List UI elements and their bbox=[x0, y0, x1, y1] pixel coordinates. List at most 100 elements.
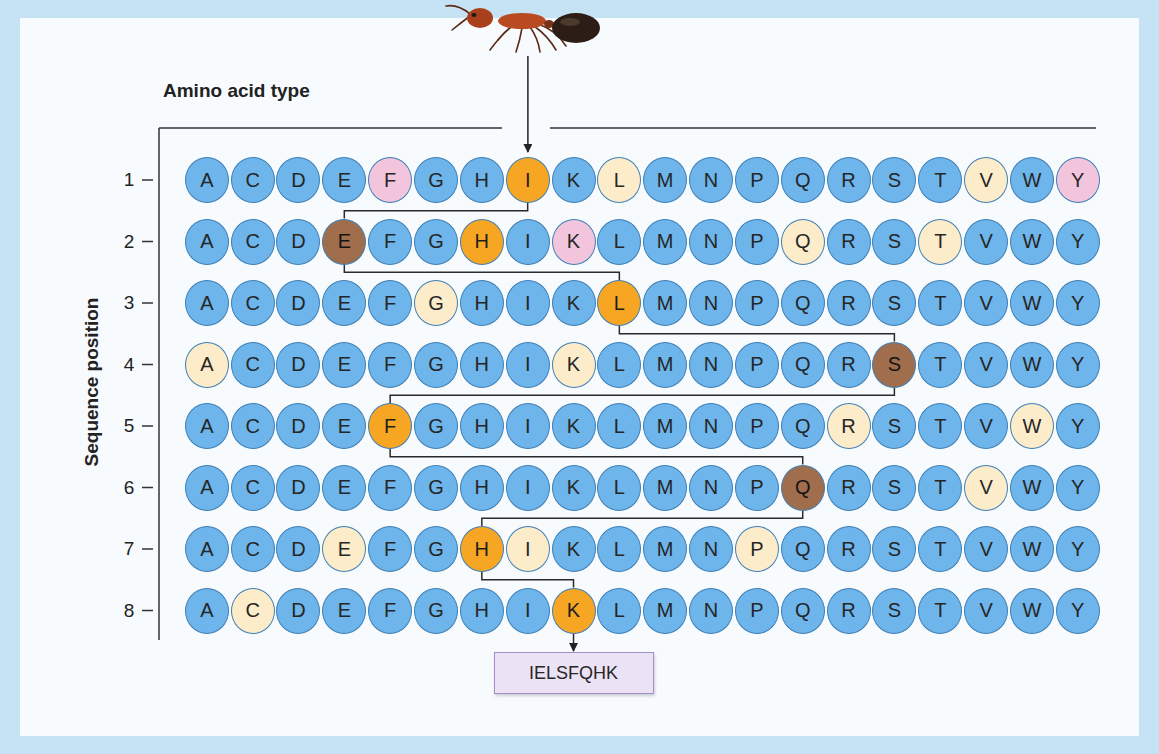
amino-acid-circle: Q bbox=[781, 219, 825, 265]
amino-acid-circle: P bbox=[735, 219, 779, 265]
amino-acid-letter: E bbox=[338, 538, 351, 561]
amino-acid-letter: H bbox=[475, 292, 489, 315]
amino-acid-letter: R bbox=[841, 169, 855, 192]
amino-acid-letter: P bbox=[750, 476, 763, 499]
amino-acid-circle: I bbox=[506, 342, 550, 388]
amino-acid-circle: M bbox=[643, 526, 687, 572]
amino-acid-circle: Q bbox=[781, 588, 825, 634]
amino-acid-circle: L bbox=[597, 403, 641, 449]
amino-acid-letter: V bbox=[979, 353, 992, 376]
amino-acid-circle: A bbox=[185, 465, 229, 511]
amino-acid-circle: A bbox=[185, 526, 229, 572]
amino-acid-letter: C bbox=[245, 415, 259, 438]
amino-acid-letter: R bbox=[841, 415, 855, 438]
amino-acid-circle: N bbox=[689, 219, 733, 265]
amino-acid-circle: C bbox=[231, 588, 275, 634]
amino-acid-letter: M bbox=[657, 169, 674, 192]
amino-acid-letter: N bbox=[704, 169, 718, 192]
amino-acid-circle: C bbox=[231, 403, 275, 449]
amino-acid-letter: E bbox=[338, 292, 351, 315]
amino-acid-circle: L bbox=[597, 465, 641, 511]
amino-acid-circle: Y bbox=[1056, 588, 1100, 634]
amino-acid-letter: M bbox=[657, 292, 674, 315]
amino-acid-circle: S bbox=[872, 280, 916, 326]
amino-acid-letter: T bbox=[934, 538, 946, 561]
amino-acid-circle: N bbox=[689, 465, 733, 511]
amino-acid-letter: C bbox=[245, 292, 259, 315]
sequence-text: IELSFQHK bbox=[529, 663, 618, 684]
amino-acid-letter: V bbox=[979, 230, 992, 253]
amino-acid-letter: C bbox=[245, 230, 259, 253]
amino-acid-letter: Q bbox=[795, 415, 811, 438]
amino-acid-letter: Y bbox=[1071, 353, 1084, 376]
amino-acid-circle: W bbox=[1010, 280, 1054, 326]
amino-acid-circle: V bbox=[964, 342, 1008, 388]
amino-acid-letter: L bbox=[614, 230, 625, 253]
amino-acid-letter: Y bbox=[1071, 230, 1084, 253]
amino-acid-circle: G bbox=[414, 403, 458, 449]
amino-acid-letter: R bbox=[841, 292, 855, 315]
amino-acid-circle: N bbox=[689, 588, 733, 634]
amino-acid-circle: G bbox=[414, 280, 458, 326]
amino-acid-circle: R bbox=[827, 219, 871, 265]
amino-acid-circle: K bbox=[552, 280, 596, 326]
amino-acid-letter: T bbox=[934, 599, 946, 622]
amino-acid-letter: Q bbox=[795, 230, 811, 253]
amino-acid-circle: V bbox=[964, 465, 1008, 511]
amino-acid-circle: C bbox=[231, 342, 275, 388]
axis-ticks bbox=[142, 180, 153, 611]
amino-acid-circle: D bbox=[276, 157, 320, 203]
amino-acid-letter: M bbox=[657, 353, 674, 376]
amino-acid-circle: Q bbox=[781, 280, 825, 326]
amino-acid-letter: R bbox=[841, 538, 855, 561]
amino-acid-letter: H bbox=[475, 353, 489, 376]
amino-acid-letter: V bbox=[979, 169, 992, 192]
amino-acid-circle: C bbox=[231, 465, 275, 511]
amino-acid-circle: E bbox=[322, 465, 366, 511]
amino-acid-letter: S bbox=[888, 169, 901, 192]
amino-acid-circle: H bbox=[460, 342, 504, 388]
amino-acid-letter: K bbox=[567, 476, 580, 499]
x-axis-line bbox=[159, 127, 502, 129]
amino-acid-letter: D bbox=[291, 476, 305, 499]
amino-acid-letter: F bbox=[384, 169, 396, 192]
amino-acid-letter: N bbox=[704, 415, 718, 438]
amino-acid-letter: I bbox=[525, 415, 531, 438]
amino-acid-letter: F bbox=[384, 292, 396, 315]
row-number: 5 bbox=[124, 415, 135, 437]
amino-acid-circle: F bbox=[368, 157, 412, 203]
amino-acid-letter: A bbox=[200, 353, 213, 376]
amino-acid-circle: M bbox=[643, 588, 687, 634]
amino-acid-circle: H bbox=[460, 465, 504, 511]
amino-acid-circle: H bbox=[460, 280, 504, 326]
amino-acid-letter: I bbox=[525, 599, 531, 622]
amino-acid-circle: A bbox=[185, 342, 229, 388]
connector-line bbox=[482, 572, 574, 588]
amino-acid-circle: F bbox=[368, 403, 412, 449]
amino-acid-circle: E bbox=[322, 526, 366, 572]
amino-acid-letter: T bbox=[934, 353, 946, 376]
amino-acid-circle: G bbox=[414, 219, 458, 265]
connector-line bbox=[344, 203, 527, 219]
output-sequence-box: IELSFQHK bbox=[494, 652, 654, 694]
amino-acid-circle: G bbox=[414, 157, 458, 203]
amino-acid-letter: G bbox=[428, 538, 444, 561]
amino-acid-letter: C bbox=[245, 476, 259, 499]
amino-acid-letter: K bbox=[567, 415, 580, 438]
amino-acid-circle: K bbox=[552, 219, 596, 265]
amino-acid-letter: V bbox=[979, 599, 992, 622]
amino-acid-letter: L bbox=[614, 599, 625, 622]
panel bbox=[20, 18, 1139, 736]
amino-acid-letter: I bbox=[525, 292, 531, 315]
amino-acid-letter: H bbox=[475, 476, 489, 499]
amino-acid-letter: W bbox=[1022, 538, 1041, 561]
amino-acid-letter: S bbox=[888, 353, 901, 376]
amino-acid-letter: F bbox=[384, 476, 396, 499]
amino-acid-circle: Q bbox=[781, 465, 825, 511]
amino-acid-letter: T bbox=[934, 169, 946, 192]
amino-acid-circle: H bbox=[460, 588, 504, 634]
amino-acid-letter: P bbox=[750, 415, 763, 438]
amino-acid-circle: N bbox=[689, 342, 733, 388]
amino-acid-circle: W bbox=[1010, 526, 1054, 572]
